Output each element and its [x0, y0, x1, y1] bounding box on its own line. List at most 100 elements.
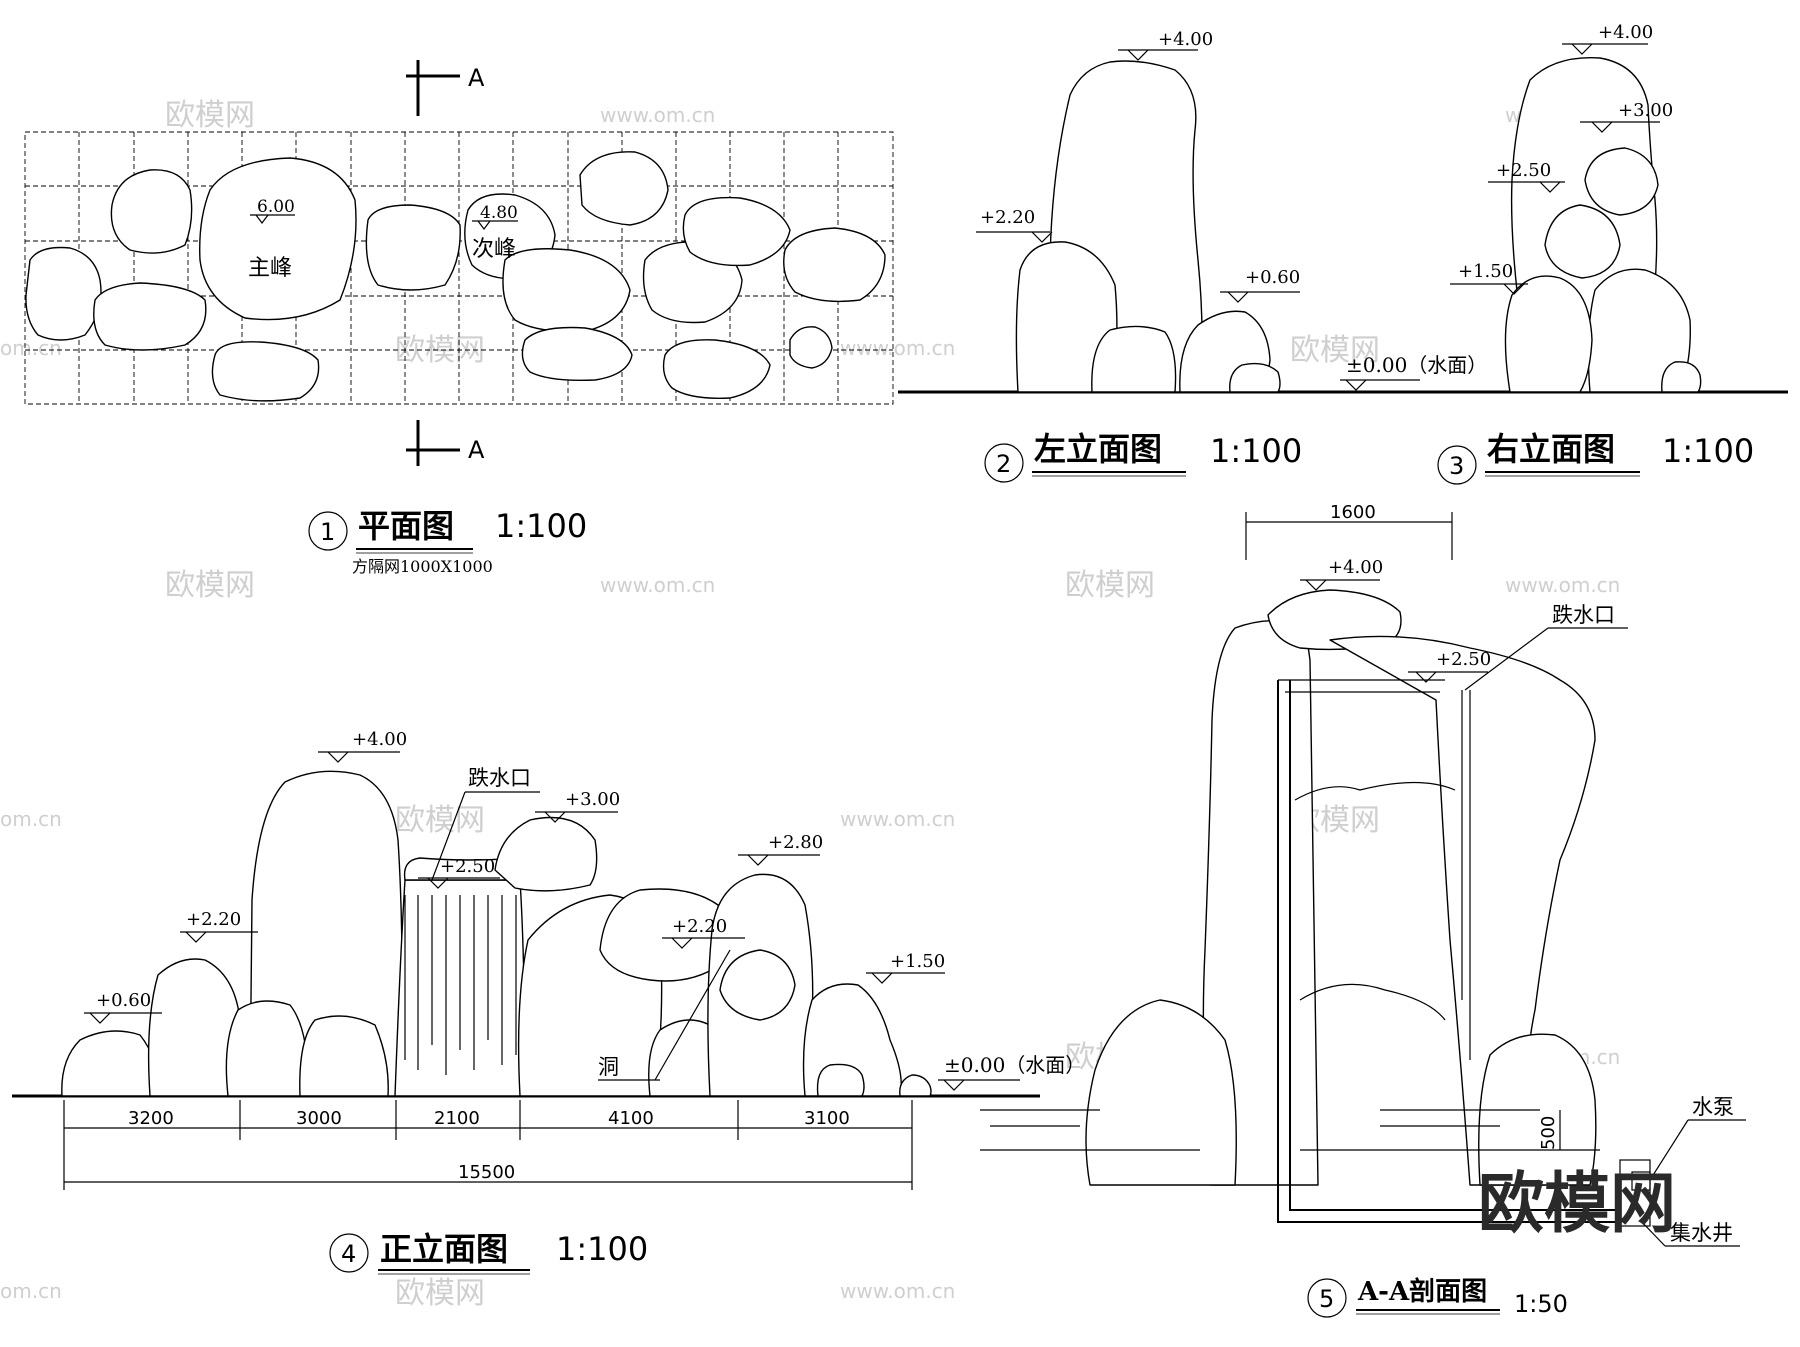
front-waterfall-callout: 跌水口 [431, 766, 540, 881]
plan-elevation-main: 6.00 [250, 197, 295, 224]
right-elev-marker-15: +1.50 [1450, 261, 1528, 295]
watermark-url: www.om.cn [600, 103, 715, 127]
section-pool-depth: 500 [1538, 1110, 1561, 1150]
right-elev-scale: 1:100 [1662, 432, 1754, 470]
pool-depth-value: 500 [1538, 1116, 1559, 1150]
watermark-url: www.om.cn [1505, 573, 1620, 597]
front-elev-marker-150: +1.50 [866, 951, 945, 984]
section-pipe [1277, 679, 1620, 1223]
section-cut-bottom: A [406, 420, 485, 466]
section-waterfall-callout: 跌水口 [1464, 603, 1628, 691]
plan-scale: 1:100 [495, 507, 587, 545]
elevation-label: +4.00 [1328, 557, 1383, 578]
plan-title-number: 1 [320, 518, 335, 546]
watermark-brand: 欧模网 [1065, 568, 1155, 603]
watermark-brand-large: 欧模网 [1478, 1165, 1676, 1242]
watermark-brand: 欧模网 [1290, 333, 1380, 368]
elevation-label: +3.00 [565, 789, 620, 810]
water-level-label: ±0.00（水面） [944, 1053, 1085, 1077]
dimension-value: 4100 [608, 1108, 654, 1129]
section-title: A-A剖面图 [1357, 1276, 1487, 1307]
front-waterfall-label: 跌水口 [468, 766, 531, 790]
front-elev-number: 4 [341, 1240, 356, 1268]
elevation-label: +2.20 [980, 207, 1035, 228]
elevation-label: +2.50 [1496, 160, 1551, 181]
front-elev-marker-250: +2.50 [418, 856, 500, 889]
watermark-url: www.om.cn [840, 336, 955, 360]
plan-title: 平面图 [358, 507, 454, 545]
left-elev-marker-mid: +2.20 [976, 207, 1053, 243]
elevation-label: +4.00 [1158, 29, 1213, 50]
front-waterfall-lines [404, 895, 517, 1075]
section-cut-label-bottom: A [468, 436, 485, 464]
section-cut-label-top: A [468, 64, 485, 92]
elevation-label: +2.80 [768, 832, 823, 853]
watermark-brand: 欧模网 [395, 1276, 485, 1311]
section-width-value: 1600 [1330, 502, 1376, 523]
total-dimension-value: 15500 [458, 1162, 515, 1183]
left-elev-scale: 1:100 [1210, 432, 1302, 470]
watermark-url: www.om.cn [600, 573, 715, 597]
watermark-url: om.cn [0, 336, 62, 360]
left-elev-number: 2 [996, 450, 1011, 478]
front-elevation: +4.00 +3.00 +2.80 +2.50 +2.20 +2.20 [12, 729, 1085, 1275]
section-title-block: 5 A-A剖面图 1:50 [1307, 1276, 1568, 1318]
elevation-label: +2.50 [1436, 649, 1491, 670]
right-elev-title-block: 3 右立面图 1:100 [1437, 430, 1754, 485]
watermark-brand: 欧模网 [395, 803, 485, 838]
plan-grid-note: 方隔网1000X1000 [352, 557, 493, 576]
plan-elev-main-value: 6.00 [257, 197, 295, 217]
section-scale: 1:50 [1514, 1290, 1568, 1318]
section-elev-marker-250: +2.50 [1408, 649, 1491, 683]
elevation-label: +0.60 [1245, 267, 1300, 288]
elevation-label: +4.00 [1598, 22, 1653, 43]
right-elev-number: 3 [1449, 452, 1464, 480]
right-elev-marker-25: +2.50 [1488, 160, 1565, 193]
section-elev-marker-top: +4.00 [1300, 557, 1383, 591]
front-elev-marker-280: +2.80 [738, 832, 823, 866]
watermark-url: om.cn [0, 807, 62, 831]
dimension-value: 3200 [128, 1108, 174, 1129]
elevation-label: +2.20 [672, 916, 727, 937]
plan-title-block: 1 平面图 1:100 方隔网1000X1000 [308, 507, 587, 576]
dimension-value: 3100 [804, 1108, 850, 1129]
front-elev-marker-060: +0.60 [84, 990, 162, 1024]
watermark-url: www.om.cn [840, 1279, 955, 1303]
right-elev-marker-3: +3.00 [1580, 100, 1673, 133]
front-water-level: ±0.00（水面） [938, 1053, 1085, 1091]
plan-label-secondary-peak: 次峰 [472, 237, 516, 262]
left-elev-marker-top: +4.00 [1118, 29, 1213, 61]
right-elev-water-level: ±0.00（水面） [1340, 353, 1487, 391]
front-elev-marker-220-left: +2.20 [180, 909, 258, 943]
elevation-label: +0.60 [96, 990, 151, 1011]
right-elev-title: 右立面图 [1487, 430, 1615, 468]
elevation-label: +3.00 [1618, 100, 1673, 121]
sump-label: 集水井 [1670, 1221, 1733, 1245]
section-pump: 水泵 集水井 [1619, 1095, 1746, 1247]
elevation-label: +4.00 [352, 729, 407, 750]
elevation-label: +1.50 [890, 951, 945, 972]
plan-rocks [25, 151, 886, 402]
elevation-label: +1.50 [1458, 261, 1513, 282]
section-cut-top: A [406, 60, 485, 116]
watermark-brand: 欧模网 [165, 568, 255, 603]
front-elev-scale: 1:100 [556, 1230, 648, 1268]
front-cave-callout: 洞 [598, 949, 731, 1081]
plan-view: 6.00 主峰 4.80 次峰 A A 1 平面图 1:1 [24, 60, 894, 576]
watermark-brand: 欧模网 [165, 98, 255, 133]
watermark-url: om.cn [0, 1279, 62, 1303]
front-elev-marker-300: +3.00 [535, 789, 620, 823]
front-elev-marker-220-right: +2.20 [662, 916, 745, 949]
front-elev-marker-400: +4.00 [318, 729, 407, 763]
elevation-label: +2.20 [186, 909, 241, 930]
plan-label-main-peak: 主峰 [248, 256, 292, 281]
plan-elevation-secondary: 4.80 [472, 203, 518, 230]
front-title-block: 4 正立面图 1:100 [329, 1230, 648, 1275]
front-cave-label: 洞 [598, 1055, 619, 1079]
dimension-value: 3000 [296, 1108, 342, 1129]
section-aa: 1600 水泵 [980, 502, 1746, 1318]
section-width-dim: 1600 [1245, 502, 1453, 560]
left-elev-title: 左立面图 [1034, 430, 1162, 468]
left-elev-marker-low: +0.60 [1220, 267, 1300, 303]
